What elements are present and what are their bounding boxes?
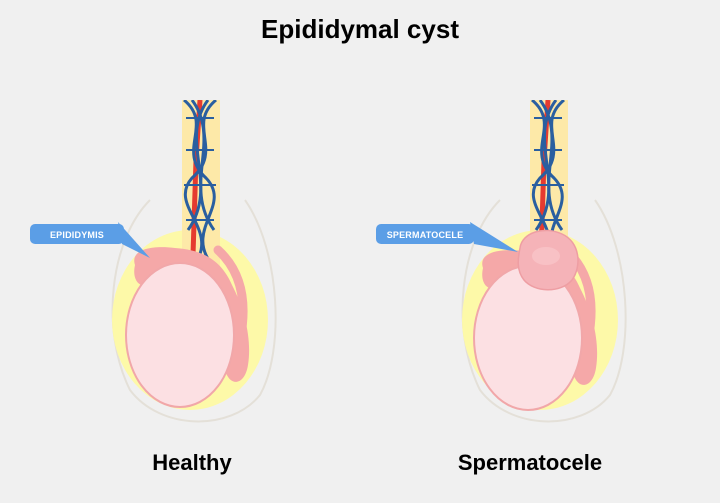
epididymis-callout-label: EPIDIDYMIS <box>50 230 104 240</box>
scrotum-outline <box>461 199 627 423</box>
spermatocele-caption: Spermatocele <box>457 450 603 475</box>
spermatocele-callout-label: SPERMATOCELE <box>387 230 464 240</box>
testis <box>473 265 583 411</box>
spermatocele-callout: SPERMATOCELE <box>376 222 518 252</box>
healthy-illustration: EPIDIDYMIS <box>30 100 277 423</box>
healthy-caption: Healthy <box>152 450 232 475</box>
spermatocele-illustration: SPERMATOCELE <box>376 100 627 423</box>
epididymis-callout: EPIDIDYMIS <box>30 222 150 258</box>
scrotum-outline <box>111 199 277 423</box>
testis <box>125 262 235 408</box>
diagram-title: Epididymal cyst <box>261 14 459 44</box>
